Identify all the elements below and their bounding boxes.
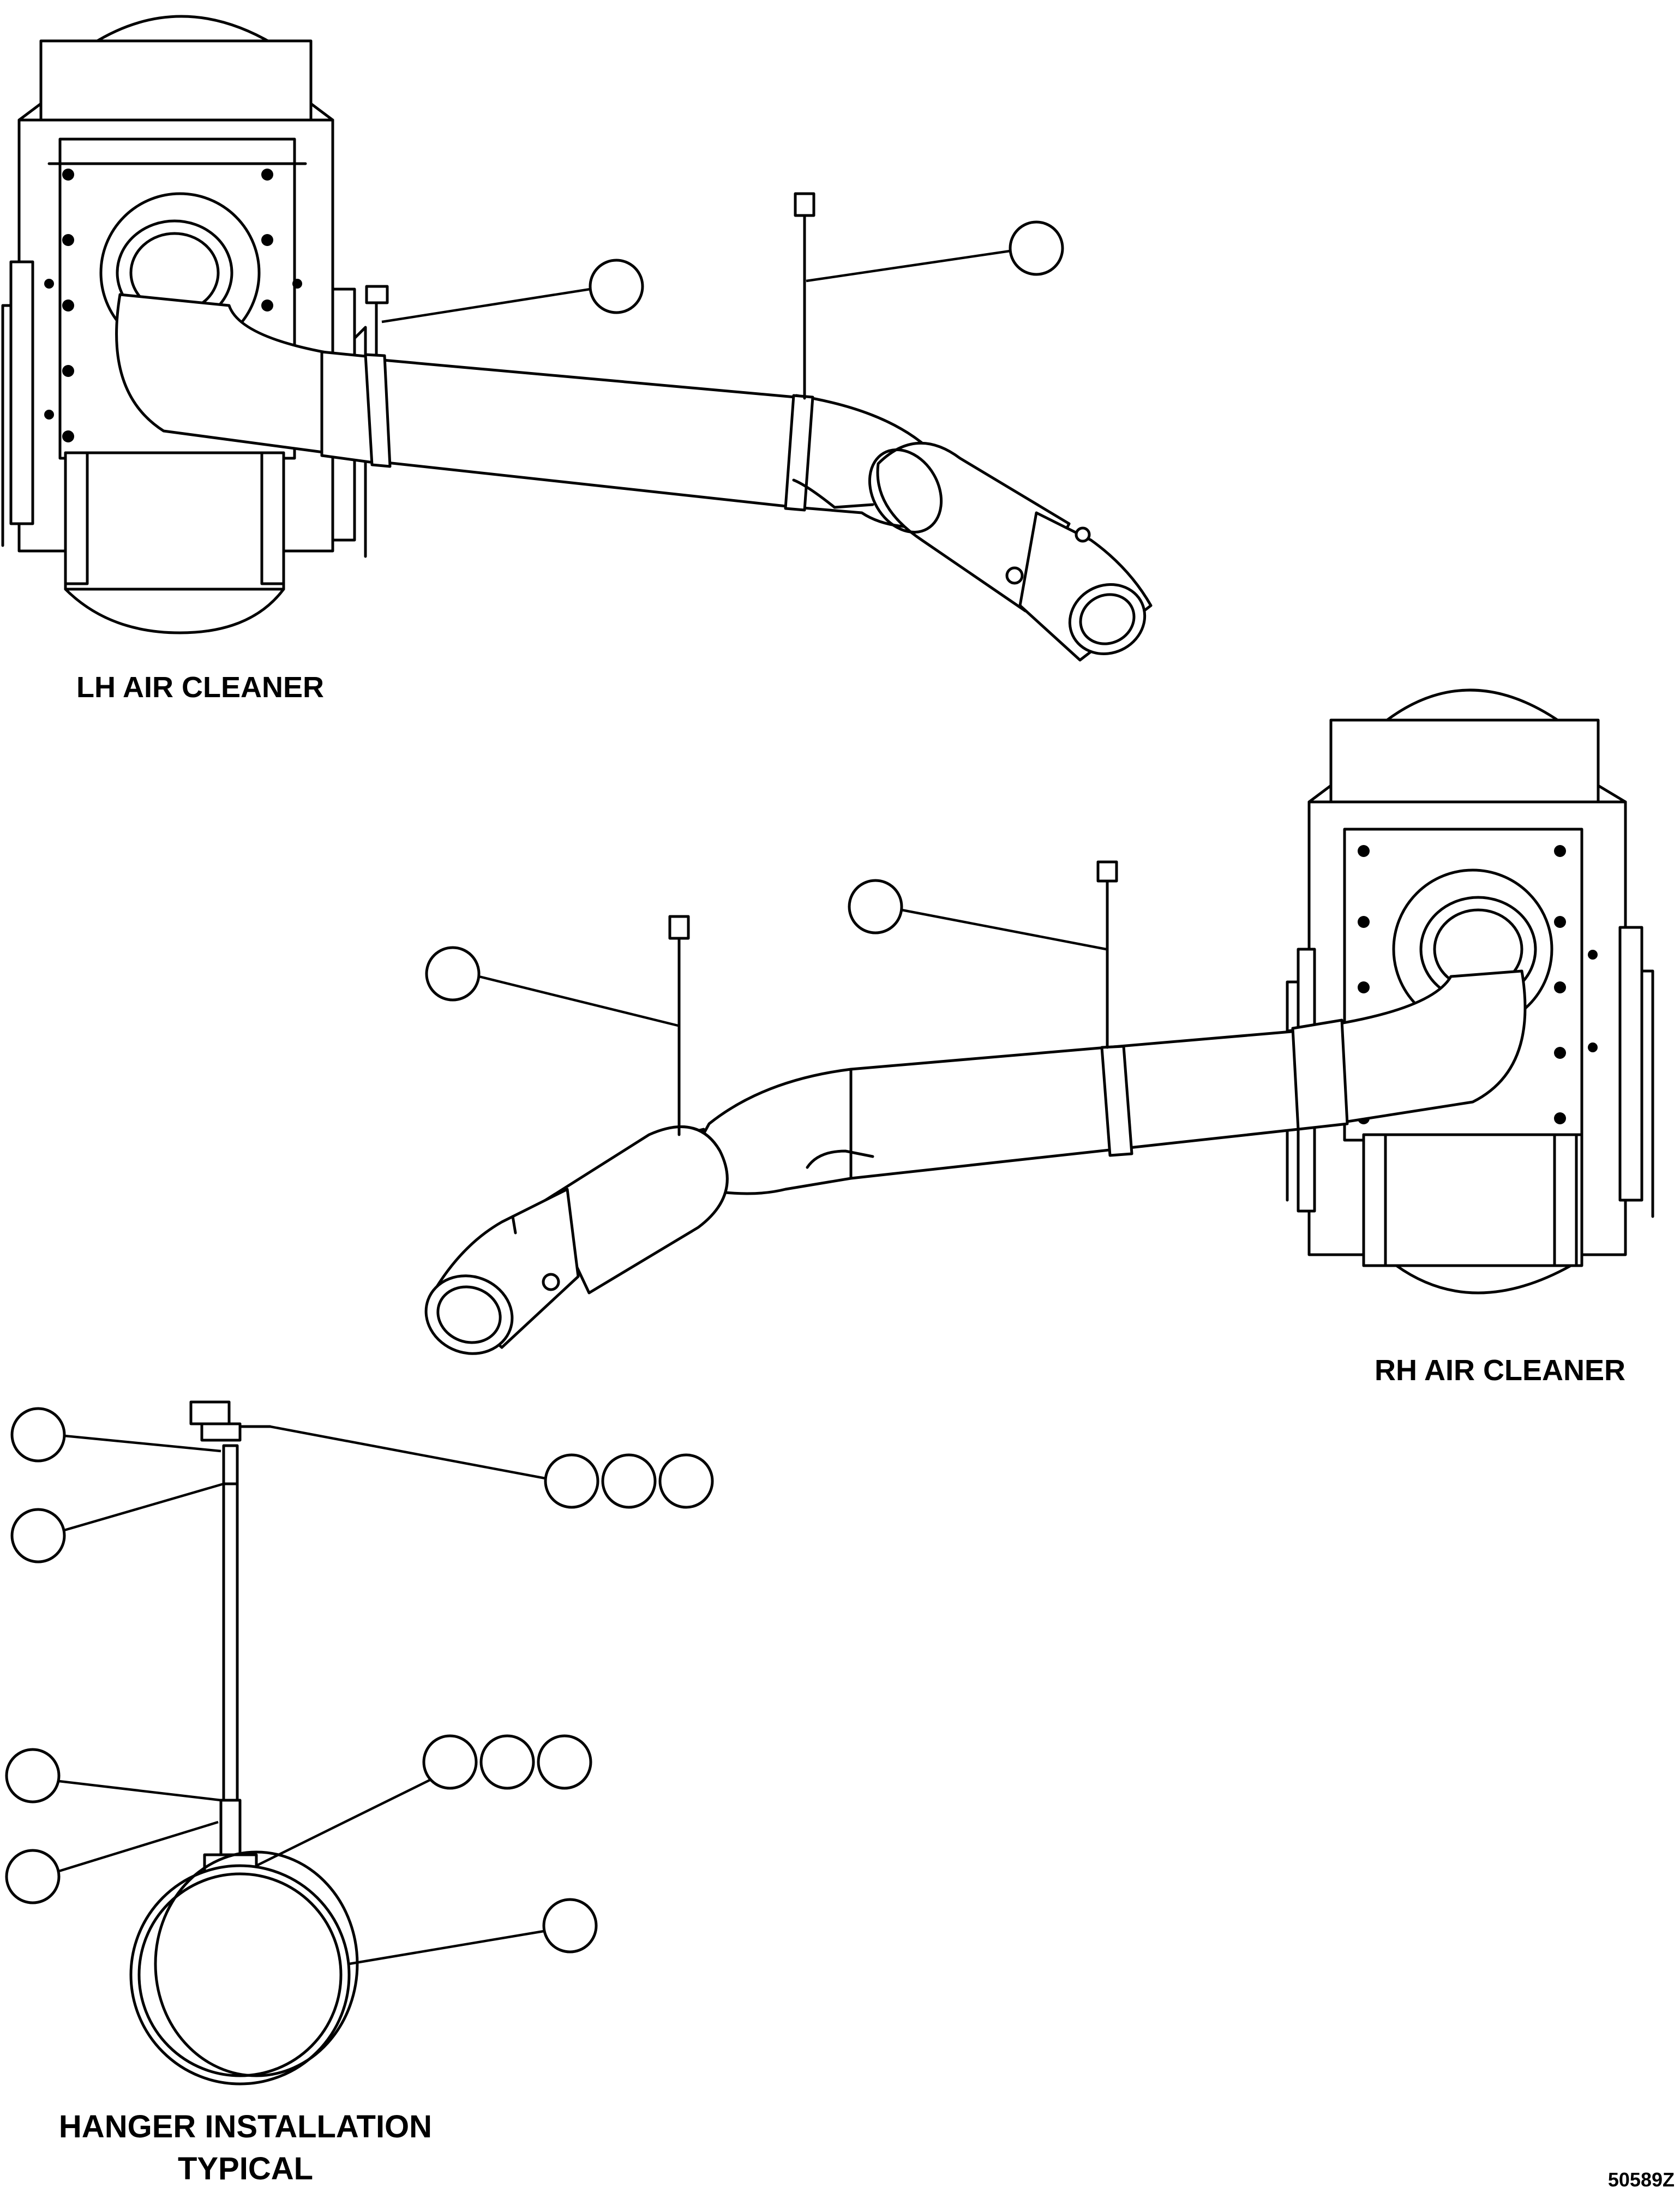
callout-balloon bbox=[589, 259, 644, 314]
callout-balloon bbox=[425, 946, 481, 1002]
callouts bbox=[5, 220, 1107, 1966]
callout-balloon bbox=[422, 1734, 478, 1790]
rh-air-cleaner-assembly bbox=[424, 688, 1654, 1355]
callout-balloon bbox=[10, 1508, 66, 1563]
lh-air-cleaner-assembly bbox=[1, 15, 1153, 662]
callout-balloon bbox=[5, 1849, 61, 1904]
rh-air-cleaner-label: RH AIR CLEANER bbox=[1375, 1354, 1625, 1387]
drawing-number: 50589Z bbox=[1608, 2168, 1675, 2191]
callout-balloon bbox=[544, 1453, 599, 1509]
callout-balloon bbox=[479, 1734, 535, 1790]
hanger-installation-detail bbox=[129, 1400, 359, 2086]
callout-balloon bbox=[10, 1407, 66, 1463]
lh-air-cleaner-label: LH AIR CLEANER bbox=[76, 671, 324, 704]
hanger-title-line1: HANGER INSTALLATION bbox=[59, 2109, 432, 2144]
callout-balloon bbox=[601, 1453, 657, 1509]
callout-balloon bbox=[537, 1734, 592, 1790]
callout-balloon bbox=[1009, 220, 1064, 276]
callout-balloon bbox=[542, 1898, 598, 1954]
callout-balloon bbox=[848, 879, 903, 934]
callout-balloon bbox=[5, 1748, 61, 1803]
hanger-title-line2: TYPICAL bbox=[178, 2151, 313, 2186]
callout-balloon bbox=[658, 1453, 714, 1509]
